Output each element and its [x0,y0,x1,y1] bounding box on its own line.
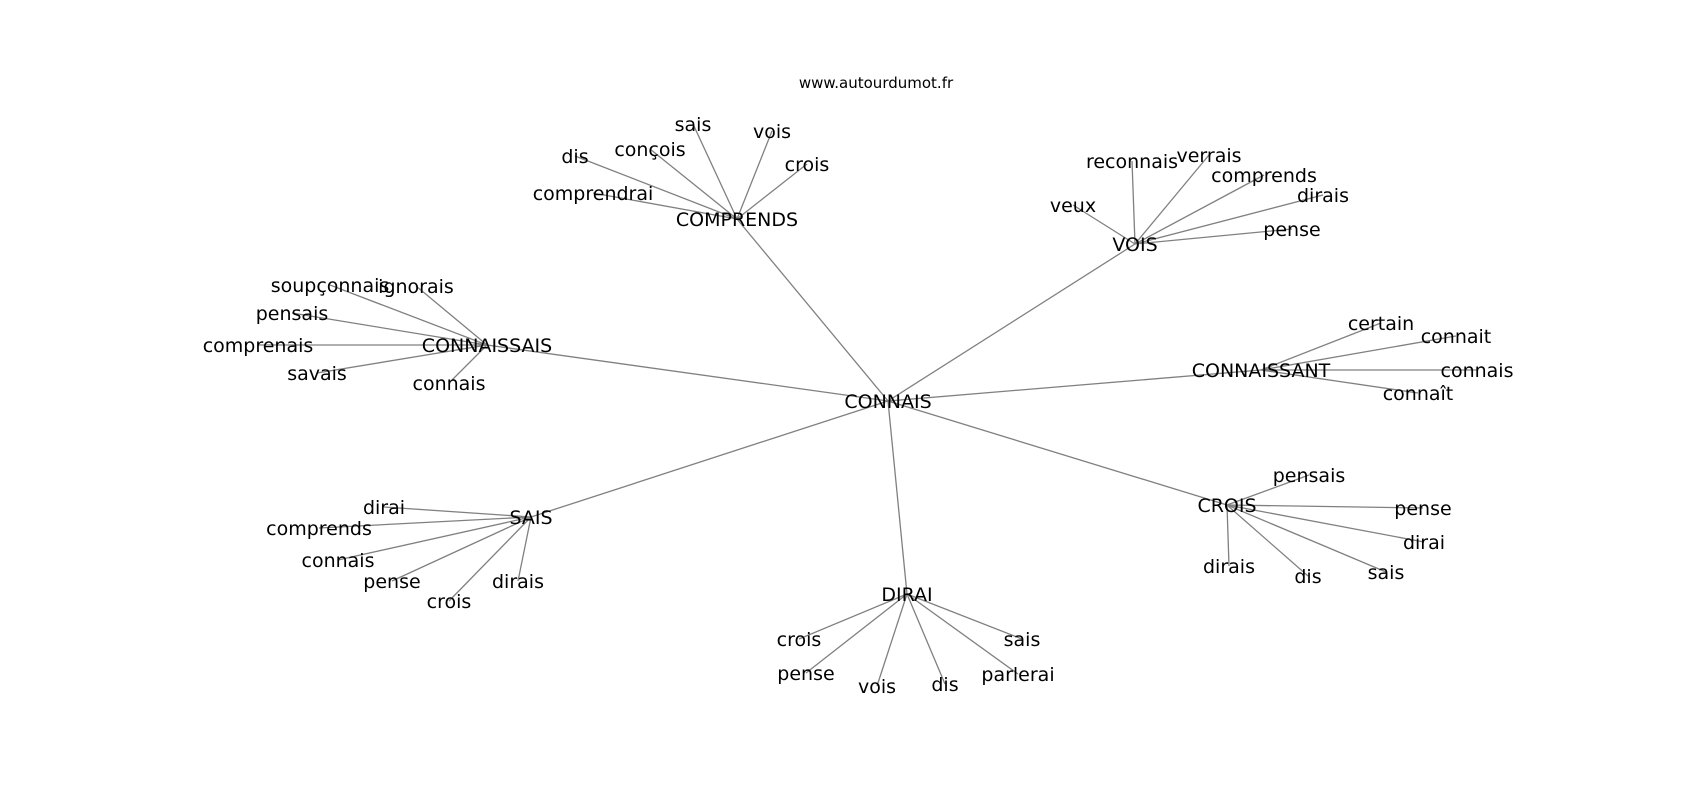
edge-dirai-to-dis [906,593,946,685]
leaf-node-sais-connais: connais [302,550,375,572]
leaf-node-connaissais-connais: connais [413,373,486,395]
edge-crois-to-dirai [1226,504,1425,543]
leaf-node-connaissant-connait: connait [1421,326,1492,348]
leaf-node-dirai-parlerai: parlerai [981,664,1054,686]
edge-connaissant-to-certain [1260,322,1382,371]
hub-node-connaissais: CONNAISSAIS [422,335,552,357]
leaf-node-crois-dirais: dirais [1203,556,1255,578]
edge-vois-to-reconnais [1131,160,1136,245]
edge-connaissant-to-connait [1260,335,1457,371]
labels-layer: www.autourdumot.fr CONNAIS COMPRENDS sais v… [203,74,1514,698]
leaf-node-connaissais-soupconnais: soupçonnais [271,275,390,297]
hub-node-comprends: COMPRENDS [676,209,798,231]
leaf-node-crois-dirai: dirai [1403,532,1445,554]
edge-center-to-connaissant [887,369,1262,402]
edge-vois-to-comprends [1134,174,1265,245]
edge-center-to-dirai [887,400,908,595]
leaf-node-connaissant-connais: connais [1441,360,1514,382]
leaf-node-crois-dis: dis [1294,566,1321,588]
edge-center-to-vois [887,243,1136,402]
leaf-node-comprends-comprendrai: comprendrai [533,183,654,205]
edge-connaissais-to-pensais [291,312,488,346]
edge-comprends-to-vois [736,130,773,220]
leaf-node-dirai-crois: crois [777,629,822,651]
leaf-node-vois-verrais: verrais [1176,145,1241,167]
edge-center-to-connaissais [486,344,889,402]
edge-comprends-to-dis [574,155,738,220]
hub-node-connaissant: CONNAISSANT [1192,360,1331,382]
edge-sais-to-comprends [318,516,532,529]
hub-node-sais: SAIS [509,507,552,529]
edge-vois-to-veux [1072,204,1136,245]
edge-sais-to-pense [391,516,532,582]
leaf-node-crois-pensais: pensais [1273,465,1346,487]
leaf-node-dirai-vois: vois [858,676,896,698]
leaf-node-dirai-sais: sais [1004,629,1041,651]
hub-node-crois: CROIS [1197,495,1256,517]
leaf-node-vois-pense: pense [1263,219,1320,241]
leaf-node-crois-pense: pense [1394,498,1451,520]
leaf-node-connaissant-connait: connaît [1383,383,1454,405]
edge-crois-to-pensais [1226,474,1310,506]
edge-vois-to-dirais [1134,194,1324,245]
edge-comprends-to-comprendrai [592,192,738,220]
edge-crois-to-dis [1226,504,1309,577]
leaf-node-connaissais-pensais: pensais [256,303,329,325]
leaf-node-comprends-dis: dis [561,146,588,168]
edge-dirai-to-parlerai [906,593,1019,675]
edge-sais-to-connais [337,516,532,561]
leaf-node-vois-comprends: comprends [1211,165,1317,187]
edge-center-to-comprends [736,218,889,402]
leaf-node-connaissant-certain: certain [1348,313,1414,335]
leaf-node-comprends-crois: crois [785,154,830,176]
center-node-connais: CONNAIS [844,391,931,413]
hub-node-vois: VOIS [1112,234,1157,256]
leaf-node-sais-comprends: comprends [266,518,372,540]
edge-crois-to-pense [1226,504,1424,509]
edges-layer [258,123,1477,687]
edge-crois-to-dirais [1226,504,1230,567]
leaf-node-sais-crois: crois [427,591,472,613]
edge-connaissais-to-savais [316,344,488,374]
leaf-node-connaissais-savais: savais [287,363,347,385]
edge-dirai-to-crois [798,593,908,640]
hub-node-dirai: DIRAI [881,584,932,606]
edge-comprends-to-crois [736,163,808,220]
edge-dirai-to-sais [906,593,1023,640]
leaf-node-connaissais-ignorais: ignorais [378,276,454,298]
edge-sais-to-dirais [517,516,532,582]
edge-sais-to-crois [448,516,532,602]
leaf-node-connaissais-comprenais: comprenais [203,335,314,357]
leaf-node-dirai-pense: pense [777,663,834,685]
leaf-node-vois-reconnais: reconnais [1086,151,1178,173]
leaf-node-vois-dirais: dirais [1297,185,1349,207]
leaf-node-comprends-vois: vois [753,121,791,143]
leaf-node-sais-dirai: dirai [363,497,405,519]
leaf-node-comprends-concois: conçois [614,139,685,161]
edge-center-to-sais [530,400,889,518]
edge-dirai-to-pense [805,593,908,674]
leaf-node-comprends-sais: sais [675,114,712,136]
edge-connaissais-to-ignorais [415,285,488,346]
leaf-node-crois-sais: sais [1368,562,1405,584]
leaf-node-vois-veux: veux [1050,195,1096,217]
edge-sais-to-dirai [383,506,532,518]
edge-center-to-crois [887,400,1228,506]
edge-comprends-to-concois [649,148,738,220]
leaf-node-dirai-dis: dis [931,674,958,696]
edge-dirai-to-vois [876,593,908,687]
edge-crois-to-sais [1226,504,1387,573]
leaf-node-sais-dirais: dirais [492,571,544,593]
edge-connaissant-to-connait [1260,369,1419,394]
edge-vois-to-pense [1134,228,1293,245]
edge-comprends-to-sais [692,123,738,220]
site-credit: www.autourdumot.fr [799,74,954,92]
edge-vois-to-verrais [1134,154,1210,245]
edge-connaissais-to-soupconnais [329,284,488,346]
edge-connaissais-to-connais [448,344,488,384]
leaf-node-sais-pense: pense [363,571,420,593]
